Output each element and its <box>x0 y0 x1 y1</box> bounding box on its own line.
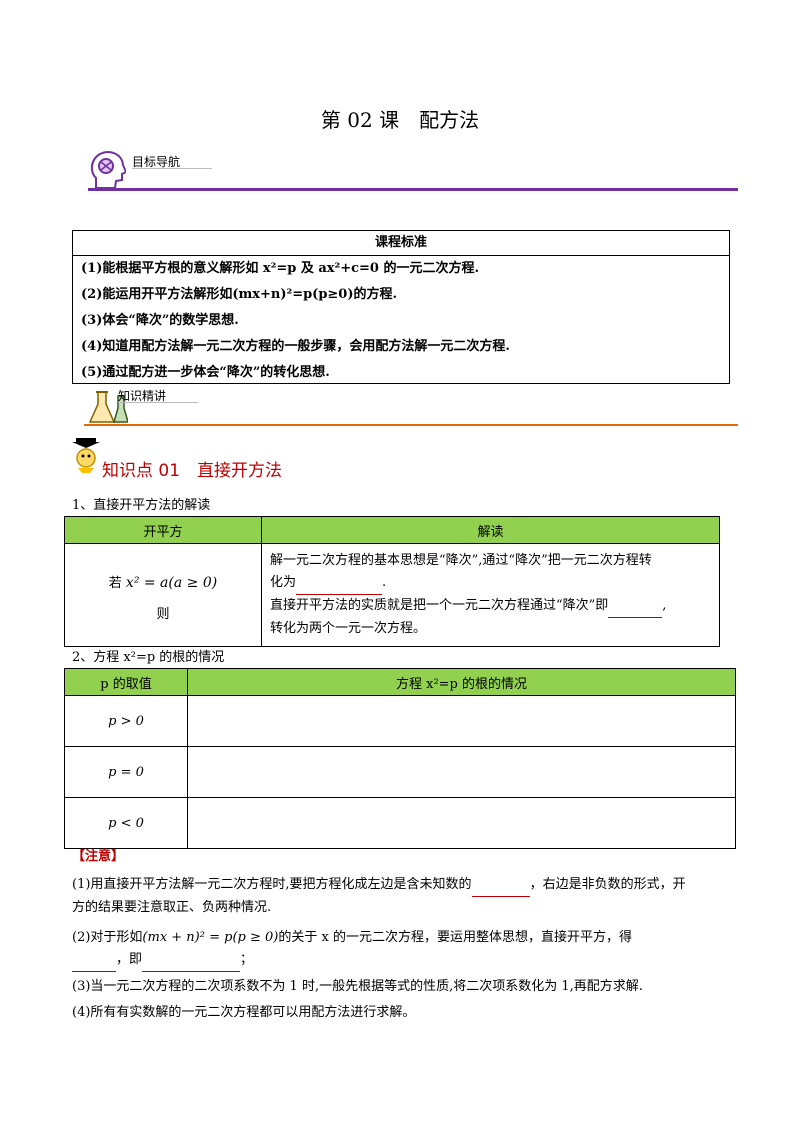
note-item: (1)用直接开平方法解一元二次方程时,要把方程化成左边是含未知数的 ，右边是非负… <box>72 874 736 897</box>
course-standards-box: 课程标准 (1)能根据平方根的意义解形如 x²=p 及 ax²+c=0 的一元二… <box>72 230 730 384</box>
lab-flask-icon <box>88 391 128 423</box>
notes-block: 【注意】 (1)用直接开平方法解一元二次方程时,要把方程化成左边是含未知数的 ，… <box>72 846 736 1024</box>
text-line: 化为 . <box>270 572 718 595</box>
fill-blank[interactable] <box>142 949 241 972</box>
roots-table: p 的取值 方程 x²=p 的根的情况 p > 0 p = 0 p < 0 <box>64 668 736 849</box>
standard-item: (5)通过配方进一步体会“降次”的转化思想. <box>81 365 330 380</box>
fill-blank[interactable] <box>608 595 663 618</box>
direct-sqrt-table: 开平方 解读 若 x² = a(a ≥ 0) 则 解一元二次方程的基本思想是“降… <box>64 516 720 647</box>
section-divider <box>84 424 738 426</box>
scholar-icon <box>72 438 100 473</box>
notes-label: 【注意】 <box>72 849 125 864</box>
note-item: (2)对于形如(mx + n)² = p(p ≥ 0)的关于 x 的一元二次方程… <box>72 930 632 945</box>
section2-heading: 2、方程 x²=p 的根的情况 <box>72 650 225 665</box>
condition-then: 则 <box>156 607 170 622</box>
condition-prefix: 若 <box>108 576 122 591</box>
condition-formula: x² = a(a ≥ 0) <box>125 575 218 591</box>
standard-item: (4)知道用配方法解一元二次方程的一般步骤，会用配方法解一元二次方程. <box>81 339 510 354</box>
nav-underline <box>132 168 212 169</box>
page-title: 第 02 课 配方法 <box>320 108 480 132</box>
standard-item: (3)体会“降次”的数学思想. <box>81 313 239 328</box>
table-cell: 若 x² = a(a ≥ 0) 则 <box>64 543 262 647</box>
table-cell: p < 0 <box>64 797 188 849</box>
standard-item: (2)能运用开平方法解形如(mx+n)²=p(p≥0)的方程. <box>81 287 398 302</box>
note-item: 方的结果要注意取正、负两种情况. <box>72 900 272 915</box>
section1-heading: 1、直接开平方法的解读 <box>72 498 211 513</box>
head-brain-icon <box>90 151 126 189</box>
answer-cell[interactable] <box>187 746 736 798</box>
fill-blank[interactable] <box>72 949 116 972</box>
table-cell: p > 0 <box>64 695 188 747</box>
nav-underline <box>118 402 198 403</box>
answer-cell[interactable] <box>187 797 736 849</box>
nav-label-knowledge: 知识精讲 <box>118 389 167 403</box>
table-header: p 的取值 <box>64 668 188 696</box>
section-divider <box>88 188 738 191</box>
note-item: ，即 ； <box>72 949 736 972</box>
table-cell: p = 0 <box>64 746 188 798</box>
table-cell: 解一元二次方程的基本思想是“降次”,通过“降次”把一元二次方程转 化为 . 直接… <box>261 543 720 647</box>
knowledge-point-title: 知识点 01 直接开方法 <box>102 461 283 481</box>
nav-label-goals: 目标导航 <box>132 155 181 169</box>
note-item: (3)当一元二次方程的二次项系数不为 1 时,一般先根据等式的性质,将二次项系数… <box>72 979 643 994</box>
table-header: 开平方 <box>64 516 262 544</box>
fill-blank[interactable] <box>471 874 530 897</box>
note-item: (4)所有有实数解的一元二次方程都可以用配方法进行求解。 <box>72 1005 416 1020</box>
table-header: 解读 <box>261 516 720 544</box>
fill-blank[interactable] <box>296 572 383 595</box>
standard-item: (1)能根据平方根的意义解形如 x²=p 及 ax²+c=0 的一元二次方程. <box>81 261 480 276</box>
text-line: 解一元二次方程的基本思想是“降次”,通过“降次”把一元二次方程转 <box>270 553 652 568</box>
text-line: 转化为两个一元一次方程。 <box>270 621 427 636</box>
answer-cell[interactable] <box>187 695 736 747</box>
table-header: 方程 x²=p 的根的情况 <box>187 668 736 696</box>
standards-header: 课程标准 <box>73 231 729 256</box>
text-line: 直接开平方法的实质就是把一个一元二次方程通过“降次”即 , <box>270 595 718 618</box>
